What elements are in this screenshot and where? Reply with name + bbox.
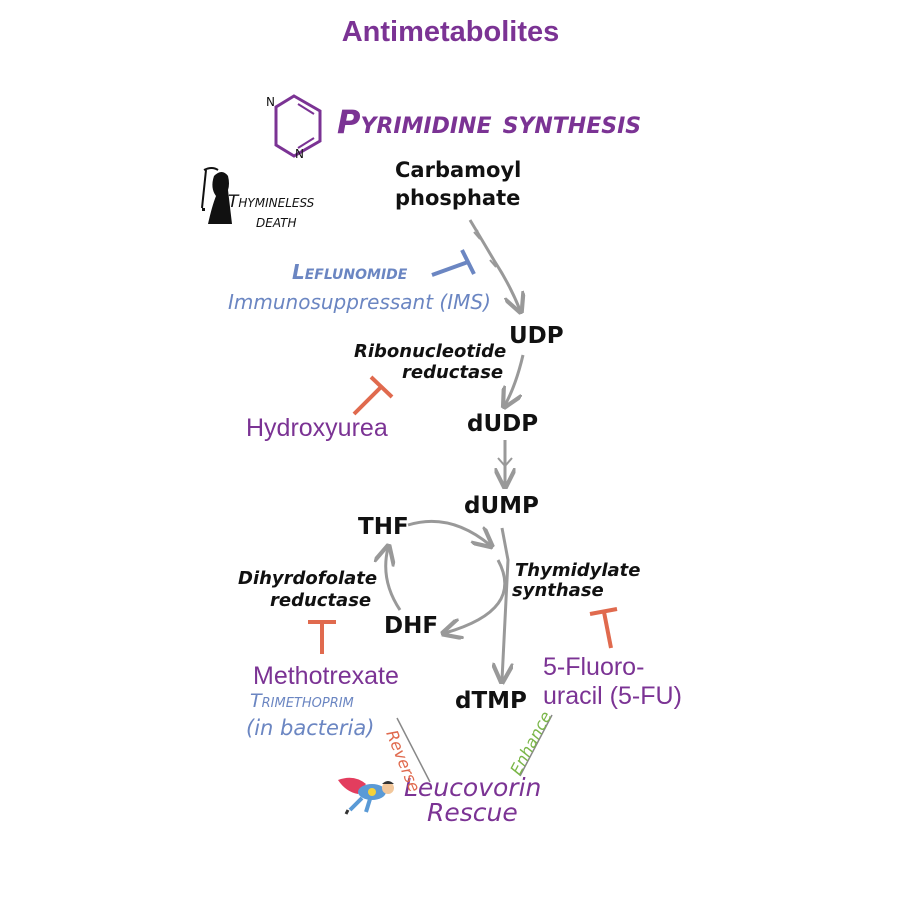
thymineless-label-line2: death bbox=[256, 212, 297, 232]
drug-5fu-line2: uracil (5-FU) bbox=[543, 682, 682, 710]
drug-trimethoprim: Trimethoprim bbox=[250, 690, 354, 712]
enzyme-ts-line2: synthase bbox=[512, 580, 604, 601]
page-title: Antimetabolites bbox=[341, 16, 560, 48]
node-dump: dUMP bbox=[464, 493, 539, 519]
superhero-icon bbox=[338, 777, 394, 815]
enzyme-dhfr-line1: Dihyrdofolate bbox=[238, 568, 378, 589]
arrow-dhf-to-thf bbox=[386, 548, 402, 611]
inhibition-5fu bbox=[589, 607, 618, 649]
leucovorin-line1: Leucovorin bbox=[404, 773, 542, 802]
drug-methotrexate: Methotrexate bbox=[253, 662, 399, 690]
drug-hydroxyurea: Hydroxyurea bbox=[246, 414, 388, 442]
enzyme-rnr-line1: Ribonucleotide bbox=[354, 341, 507, 362]
arrow-udp-to-dudp bbox=[505, 354, 525, 405]
node-dhf: DHF bbox=[384, 613, 439, 639]
arrow-ts-to-dhf bbox=[445, 559, 507, 633]
ring-n-top: N bbox=[266, 95, 275, 109]
node-carbamoyl-line2: phosphate bbox=[395, 186, 521, 210]
grim-reaper-icon bbox=[201, 167, 232, 224]
drug-5fu-line1: 5-Fluoro- bbox=[543, 653, 645, 681]
enhance-line bbox=[519, 714, 553, 777]
pyrimidine-ring-icon bbox=[274, 94, 322, 158]
inhibition-hydroxyurea bbox=[352, 375, 394, 416]
leucovorin-line2: Rescue bbox=[427, 798, 518, 827]
enzyme-rnr-line2: reductase bbox=[402, 362, 504, 383]
node-dudp: dUDP bbox=[467, 411, 539, 437]
node-thf: THF bbox=[358, 514, 409, 540]
thymineless-label-line1: Thymineless bbox=[228, 192, 315, 212]
reverse-line bbox=[396, 717, 431, 783]
node-carbamoyl-line1: Carbamoyl bbox=[395, 158, 522, 182]
inhibition-leflunomide bbox=[431, 249, 476, 277]
drug-leflunomide: Leflunomide bbox=[292, 260, 408, 284]
inhibition-methotrexate bbox=[308, 620, 336, 654]
enzyme-dhfr-line2: reductase bbox=[270, 590, 372, 611]
arrow-thf-to-ts bbox=[407, 519, 490, 545]
ring-n-bottom: N bbox=[295, 147, 304, 161]
section-heading: Pyrimidine synthesis bbox=[337, 103, 642, 141]
enzyme-ts-line1: Thymidylate bbox=[515, 560, 641, 581]
drug-trimethoprim-note: (in bacteria) bbox=[246, 716, 375, 740]
node-dtmp: dTMP bbox=[455, 688, 527, 714]
arrow-dump-to-dtmp bbox=[502, 527, 508, 680]
node-udp: UDP bbox=[509, 323, 564, 349]
drug-leflunomide-note: Immunosuppressant (IMS) bbox=[228, 290, 491, 314]
